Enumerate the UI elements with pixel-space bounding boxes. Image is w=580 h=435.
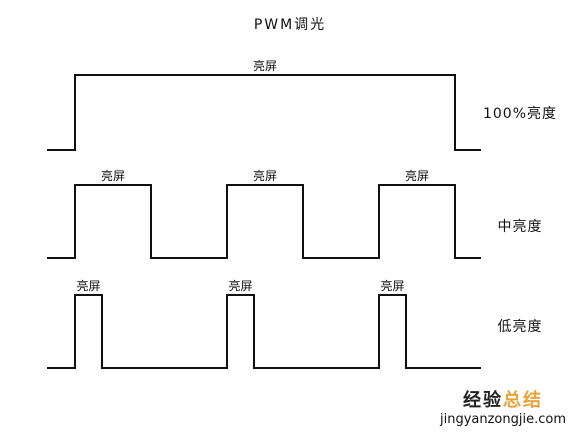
pulse-label-row0-0: 亮屏	[253, 58, 277, 73]
watermark-brand: 经验总结	[440, 386, 566, 412]
pulse-label-row2-0: 亮屏	[76, 278, 100, 293]
pulse-label-row2-1: 亮屏	[228, 278, 252, 293]
waveform-row-2	[47, 294, 481, 369]
watermark-brand-accent: 总结	[502, 390, 543, 411]
pulse-label-row2-2: 亮屏	[380, 278, 404, 293]
watermark-url: jingyanzongjie.com	[439, 412, 566, 427]
watermark-brand-main: 经验	[462, 390, 503, 411]
waveform-row-1	[47, 184, 481, 259]
pulse-label-row1-0: 亮屏	[101, 168, 125, 183]
row-label-medium: 中亮度	[497, 219, 543, 235]
waveform-row-0	[47, 74, 481, 151]
row-label-low: 低亮度	[497, 319, 543, 335]
row-label-100: 100%亮度	[482, 106, 558, 122]
watermark: 经验总结 jingyanzongjie.com	[440, 386, 566, 427]
pulse-label-row1-2: 亮屏	[405, 168, 429, 183]
diagram-title: PWM调光	[253, 17, 327, 33]
pulse-label-row1-1: 亮屏	[253, 168, 277, 183]
